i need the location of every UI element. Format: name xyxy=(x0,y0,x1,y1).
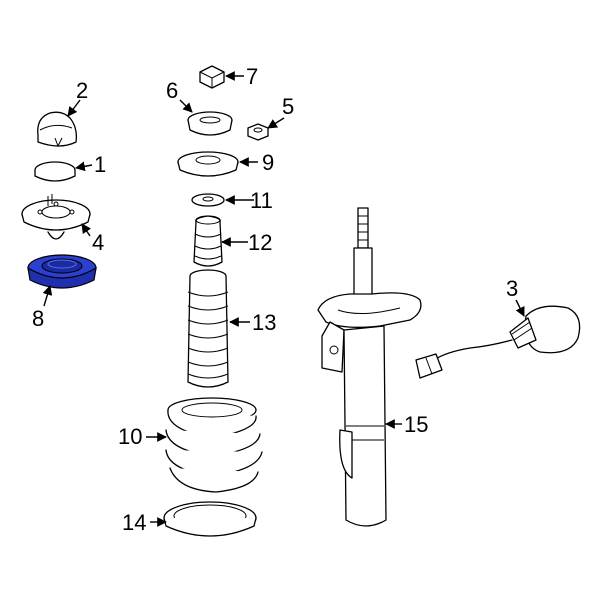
callout-15: 15 xyxy=(404,412,428,437)
callout-2: 2 xyxy=(76,78,88,103)
callout-13: 13 xyxy=(252,310,276,335)
part-12-bump-stop[interactable] xyxy=(193,215,223,267)
part-9-spring-seat[interactable] xyxy=(177,151,239,177)
callout-9: 9 xyxy=(262,150,274,175)
callout-10: 10 xyxy=(118,424,142,449)
callout-4: 4 xyxy=(92,230,104,255)
callout-5: 5 xyxy=(282,94,294,119)
callout-11: 11 xyxy=(250,188,273,213)
part-8-bearing-highlighted[interactable] xyxy=(27,254,97,289)
part-1-cap[interactable] xyxy=(34,161,76,182)
callout-6: 6 xyxy=(166,78,178,103)
callout-14: 14 xyxy=(122,510,146,535)
part-13-dust-boot[interactable] xyxy=(187,269,229,388)
callout-8: 8 xyxy=(32,306,44,331)
callout-3: 3 xyxy=(506,276,518,301)
part-10-coil-spring[interactable] xyxy=(165,397,263,493)
part-6-washer[interactable] xyxy=(187,111,233,136)
part-3-sensor[interactable] xyxy=(415,305,581,379)
part-7-nut[interactable] xyxy=(199,65,225,89)
callout-1: 1 xyxy=(94,152,106,177)
part-14-lower-seat[interactable] xyxy=(163,501,257,537)
part-15-strut[interactable] xyxy=(317,207,422,527)
callout-7: 7 xyxy=(246,64,258,89)
part-2-cap[interactable] xyxy=(37,111,78,148)
part-4-strut-mount[interactable] xyxy=(21,194,91,240)
part-11-washer[interactable] xyxy=(191,193,225,207)
part-5-nut[interactable] xyxy=(247,123,269,141)
callout-12: 12 xyxy=(248,230,272,255)
